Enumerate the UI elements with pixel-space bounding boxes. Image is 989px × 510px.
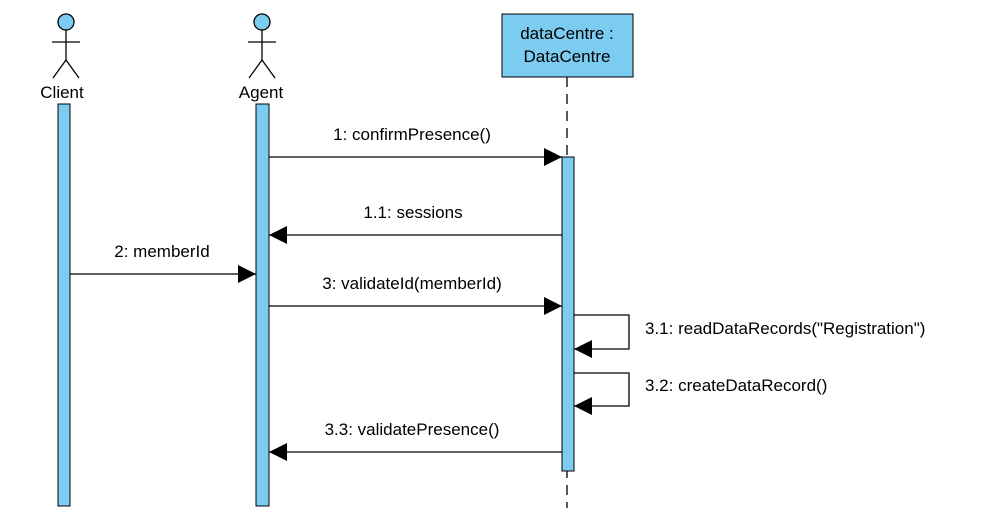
client-activation-bar [57,103,71,507]
message-create-data-record[interactable]: 3.2: createDataRecord() [574,372,827,415]
message-label: 3.3: validatePresence() [325,420,500,439]
client-stick-figure-icon [52,13,80,79]
agent-actor[interactable]: Agent [239,13,284,102]
message-arrow [574,372,630,415]
agent-activation-bar [255,103,270,507]
message-label: 1.1: sessions [363,203,462,222]
message-validate-id[interactable]: 3: validateId(memberId) [269,274,562,315]
message-label: 3.1: readDataRecords("Registration") [645,319,925,338]
message-label: 3: validateId(memberId) [322,274,502,293]
message-read-data-records[interactable]: 3.1: readDataRecords("Registration") [574,314,925,358]
message-validate-presence[interactable]: 3.3: validatePresence() [269,420,562,461]
message-sessions[interactable]: 1.1: sessions [269,203,562,244]
message-label: 1: confirmPresence() [333,125,491,144]
client-actor[interactable]: Client [40,13,84,102]
agent-stick-figure-icon [248,13,276,79]
message-label: 2: memberId [114,242,209,261]
agent-label: Agent [239,83,284,102]
datacentre-object-box [501,13,634,78]
datacentre-object-label-line1: dataCentre : [520,24,614,43]
message-label: 3.2: createDataRecord() [645,376,827,395]
client-label: Client [40,83,84,102]
message-confirm-presence[interactable]: 1: confirmPresence() [269,125,562,166]
datacentre-object-label-line2: DataCentre [524,47,611,66]
datacentre-object[interactable]: dataCentre : DataCentre [501,13,634,78]
datacentre-activation-bar [561,156,575,472]
message-member-id[interactable]: 2: memberId [70,242,256,283]
message-arrow [574,314,630,358]
